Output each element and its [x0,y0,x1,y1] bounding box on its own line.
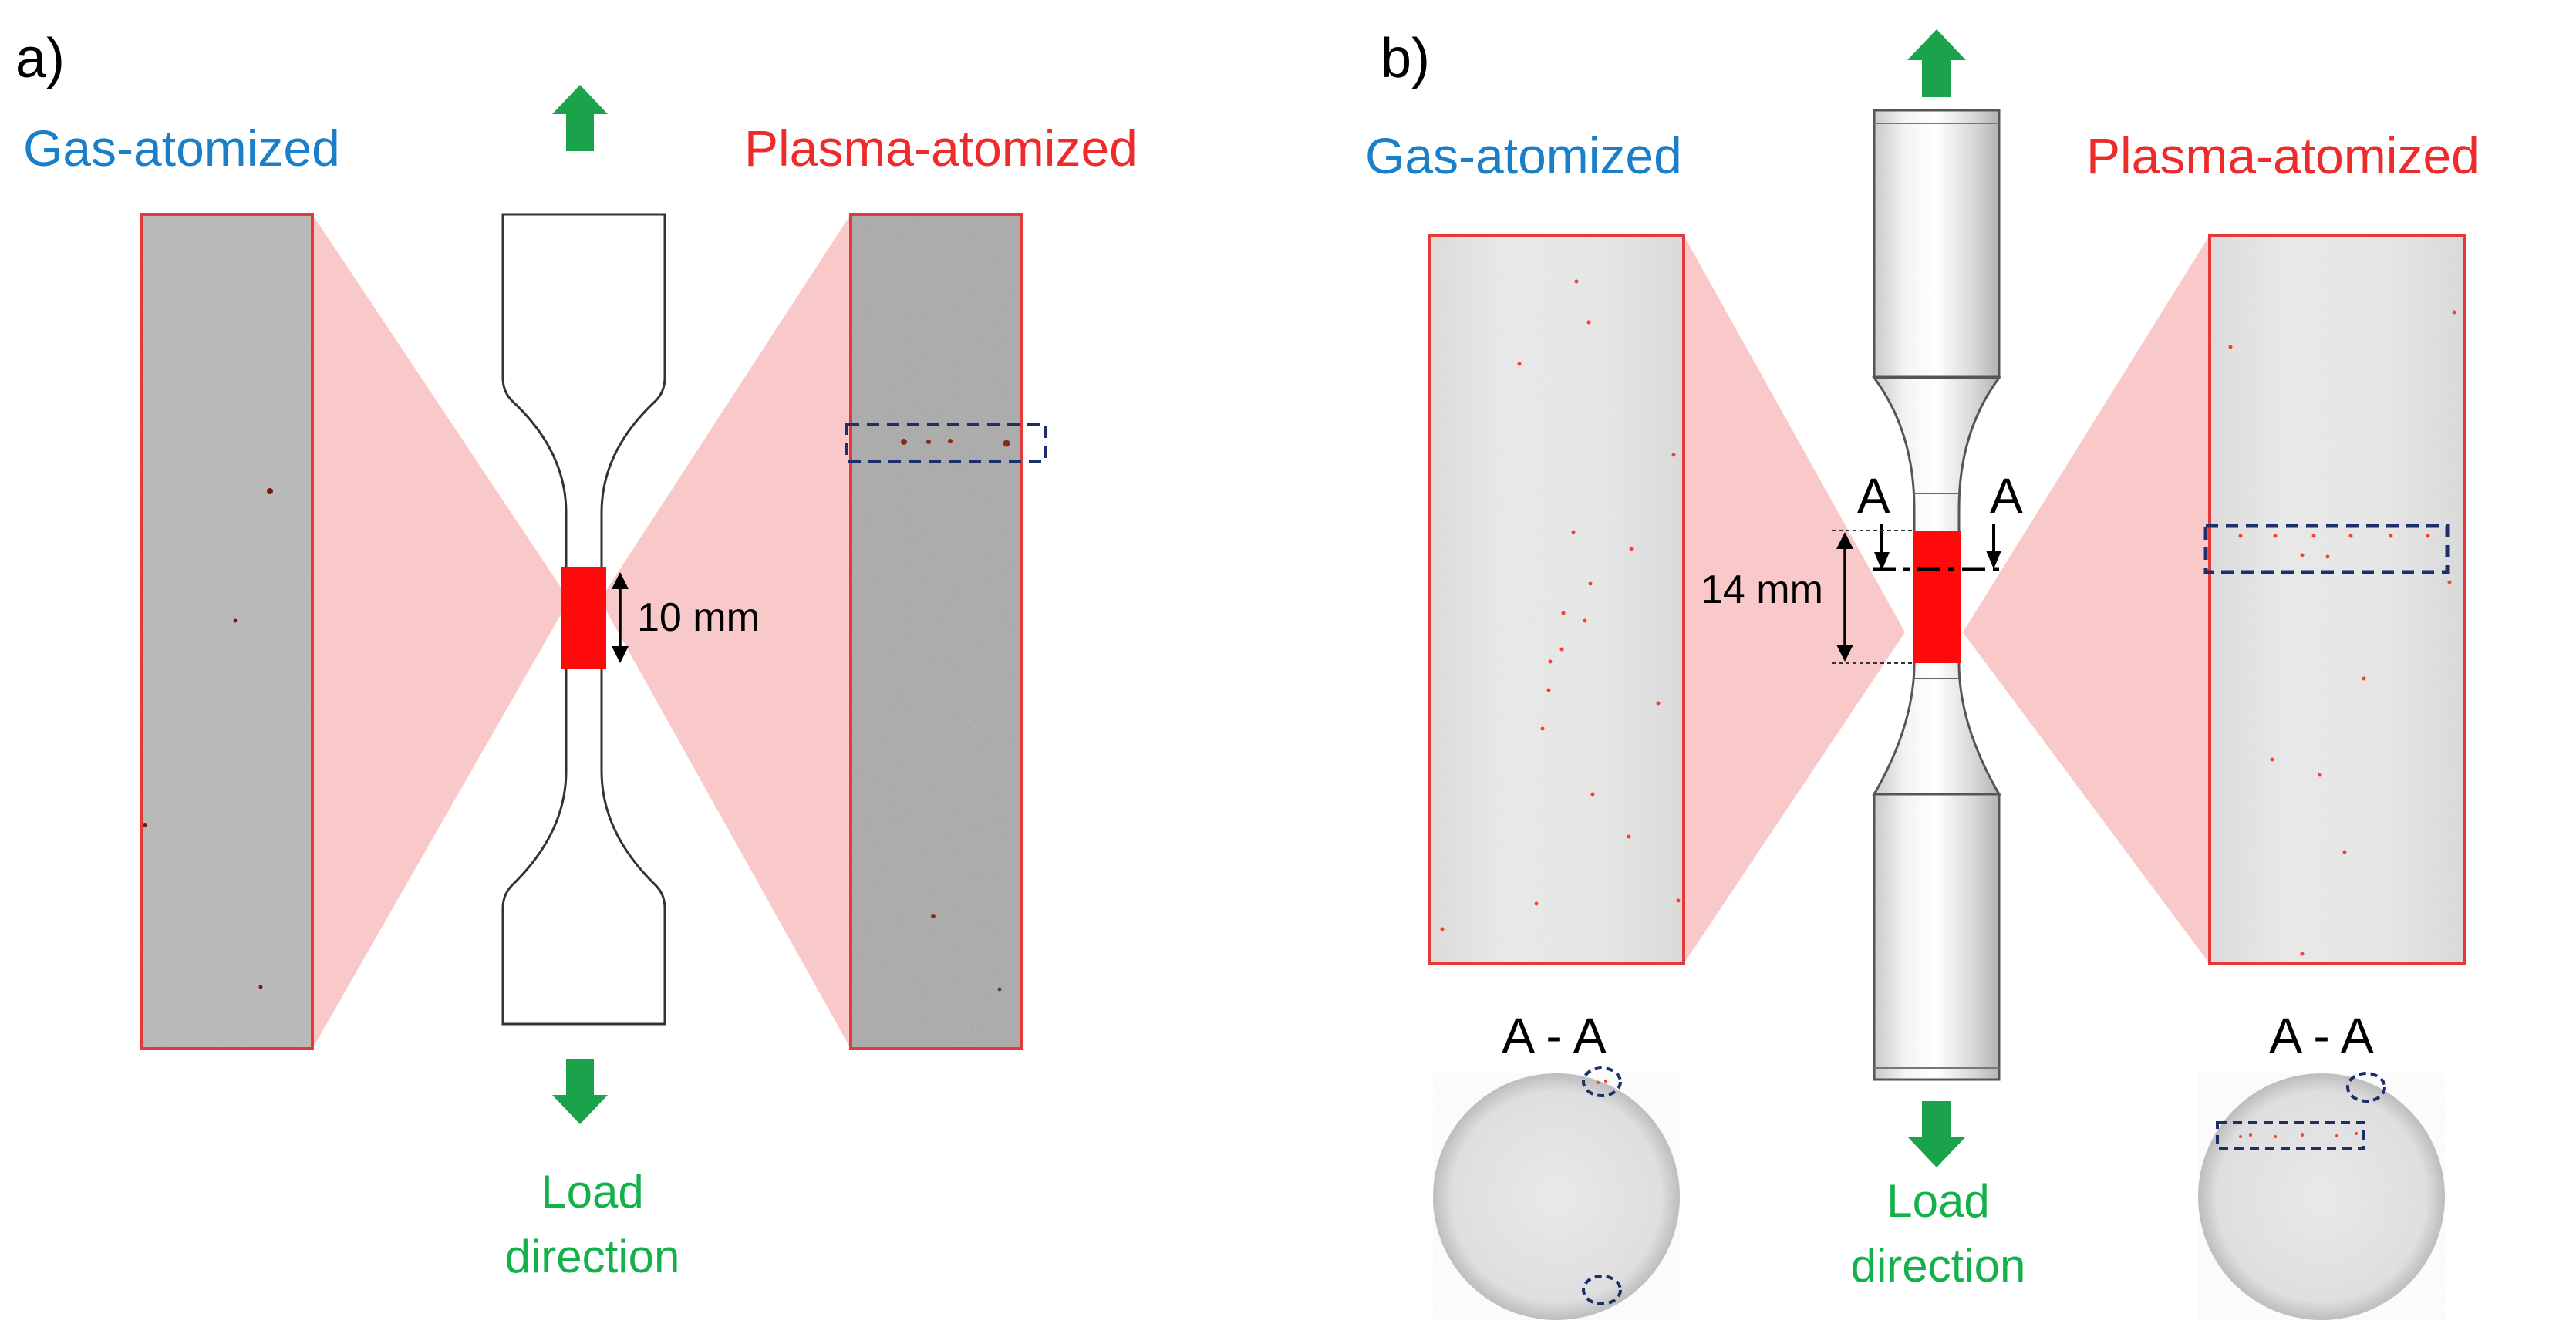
panel-b-left-cone [1684,235,1905,964]
pore [1561,611,1566,615]
panel-b-section-mark-left: A [1857,468,1890,524]
panel-b-gauge-section [1913,531,1961,663]
panel-a-gauge-length: 10 mm [637,595,760,640]
panel-b-section-pore-box [2216,1121,2365,1150]
panel-a-gauge-section [561,567,606,669]
pore [2270,757,2274,762]
panel-b-label: b) [1381,28,1430,89]
pore [1676,898,1681,903]
pore [1629,547,1634,551]
pore [901,439,907,445]
pore [2426,534,2430,538]
pore [2318,773,2322,777]
pore [1597,1081,1600,1084]
panel-a-gauge-dimension: 10 mm [612,572,760,663]
panel-b-gas-ct-image [1428,234,1685,965]
panel-b-cross-section-gas: A - A [1433,1008,1680,1320]
arrow-down-icon [1907,1101,1966,1167]
pore [2311,534,2316,538]
pore [1440,927,1445,931]
panel-b-section-mark-right: A [1990,468,2023,524]
panel-b-pore-highlight-box [2203,524,2450,574]
panel-a-pore-highlight-box [845,423,1047,463]
arrow-down-icon [552,1059,608,1124]
panel-b-gauge-dimension: 14 mm [1701,530,1914,664]
pore [1588,581,1593,586]
pore [1540,726,1545,731]
pore [2228,345,2233,349]
pore [2447,580,2452,584]
pore [2300,553,2305,557]
pore [2238,534,2243,538]
pore [1671,453,1676,457]
pore [2355,1132,2358,1135]
pore [2300,952,2305,956]
panel-a-load-label-line1: Load [541,1166,643,1218]
panel-a-label: a) [15,28,65,89]
pore [1586,320,1591,325]
pore-highlight-ellipse [1582,1066,1622,1097]
pore-highlight-ellipse [1582,1275,1622,1305]
panel-b-gauge-length: 14 mm [1701,568,1823,612]
pore [926,440,931,444]
pore [1548,659,1553,664]
panel-b-section-title-right: A - A [2269,1008,2374,1063]
pore [1534,901,1539,906]
panel-b-cross-section-plasma: A - A [2198,1008,2445,1320]
pore [2348,534,2353,538]
pore [2301,1133,2304,1137]
panel-b-right-cone [1963,235,2210,964]
panel-a: a) Gas-atomized Plasma-atomized [15,28,1138,1282]
panel-a-gas-title: Gas-atomized [23,120,340,177]
pore [948,439,953,443]
panel-b-gas-title: Gas-atomized [1365,127,1682,184]
pore [1604,1080,1607,1083]
panel-b-load-label-line2: direction [1851,1240,2026,1292]
panel-a-plasma-ct-image [845,213,1047,1050]
pore [1574,279,1579,284]
panel-b-plasma-ct-image [2203,234,2466,965]
pore [1583,618,1587,623]
panel-b-section-line: A A [1857,468,2023,571]
pore [258,985,263,989]
pore [233,618,238,623]
pore [931,914,936,918]
pore [1559,647,1564,652]
pore [2274,1135,2277,1138]
pore [1003,440,1010,447]
pore [143,823,147,827]
pore [2325,554,2330,559]
pore [1571,530,1576,534]
arrow-up-icon [552,85,608,151]
panel-b-load-label-line1: Load [1886,1175,1989,1227]
arrow-up-icon [1907,29,1966,97]
pore [2239,1135,2242,1138]
panel-b-cylindrical-specimen [1872,109,2001,1081]
pore [2342,850,2347,854]
panel-a-right-cone [600,214,851,1049]
panel-a-plasma-title: Plasma-atomized [744,120,1138,177]
pore [267,488,273,494]
pore [2273,534,2278,538]
pore [997,987,1002,992]
panel-b: b) Gas-atomized Plasma-atomized [1365,28,2480,1320]
panel-b-plasma-title: Plasma-atomized [2086,127,2480,184]
pore [2452,310,2456,315]
pore [1627,834,1631,839]
pore [1656,701,1661,706]
pore [2362,676,2366,681]
pore [2389,534,2393,538]
pore-highlight-ellipse [2346,1072,2386,1103]
pore [2249,1133,2252,1137]
panel-a-left-cone [312,214,569,1049]
pore [1546,688,1551,692]
panel-b-section-title-left: A - A [1502,1008,1607,1063]
pore [2335,1134,2338,1137]
panel-a-gas-ct-image [140,213,314,1050]
pore [1590,792,1595,797]
panel-a-load-label-line2: direction [505,1231,680,1282]
pore [1517,362,1522,366]
